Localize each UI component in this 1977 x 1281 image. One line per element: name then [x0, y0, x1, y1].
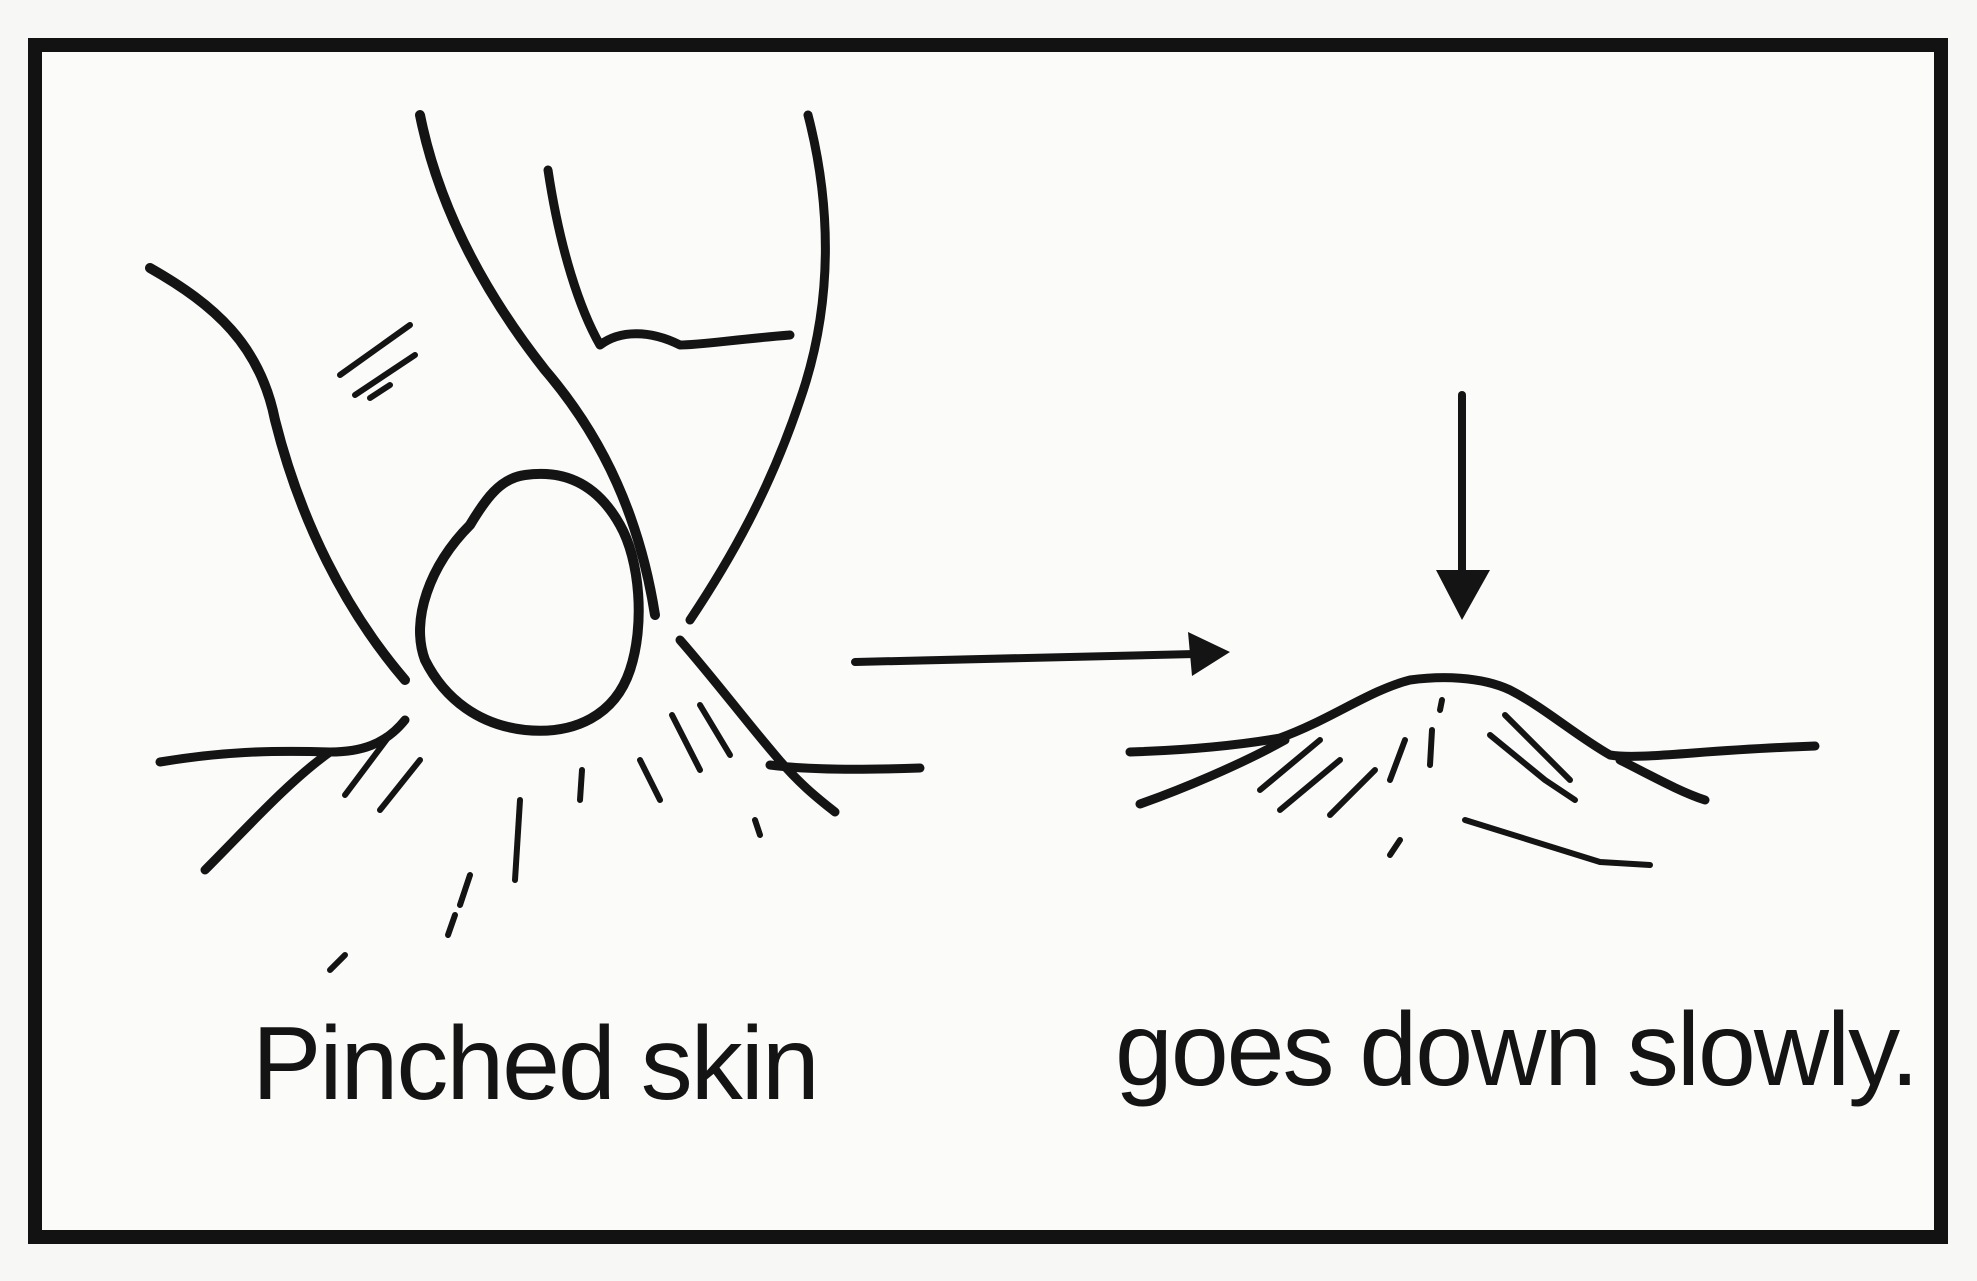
skin-tent-surface: [1130, 678, 1815, 757]
skin-tent-right-base: [1620, 760, 1705, 800]
skin-stretch-lines: [330, 705, 760, 970]
right-arrow-icon: [855, 632, 1230, 676]
knuckle-crease: [548, 170, 790, 345]
fingernail: [340, 325, 415, 398]
skin-surface-left: [160, 720, 405, 762]
caption-goes-down-slowly: goes down slowly.: [1115, 998, 1917, 1102]
caption-pinched-skin: Pinched skin: [252, 1012, 818, 1116]
pinched-skin-fold: [160, 474, 920, 970]
skin-tent: [1130, 678, 1815, 865]
skin-surface-left-lower: [205, 752, 330, 870]
index-finger-outline: [690, 115, 825, 620]
down-arrow-icon: [1436, 395, 1490, 620]
skin-fold-loop: [420, 474, 639, 731]
thumb-outline: [150, 268, 405, 680]
pinching-hand: [150, 115, 825, 680]
